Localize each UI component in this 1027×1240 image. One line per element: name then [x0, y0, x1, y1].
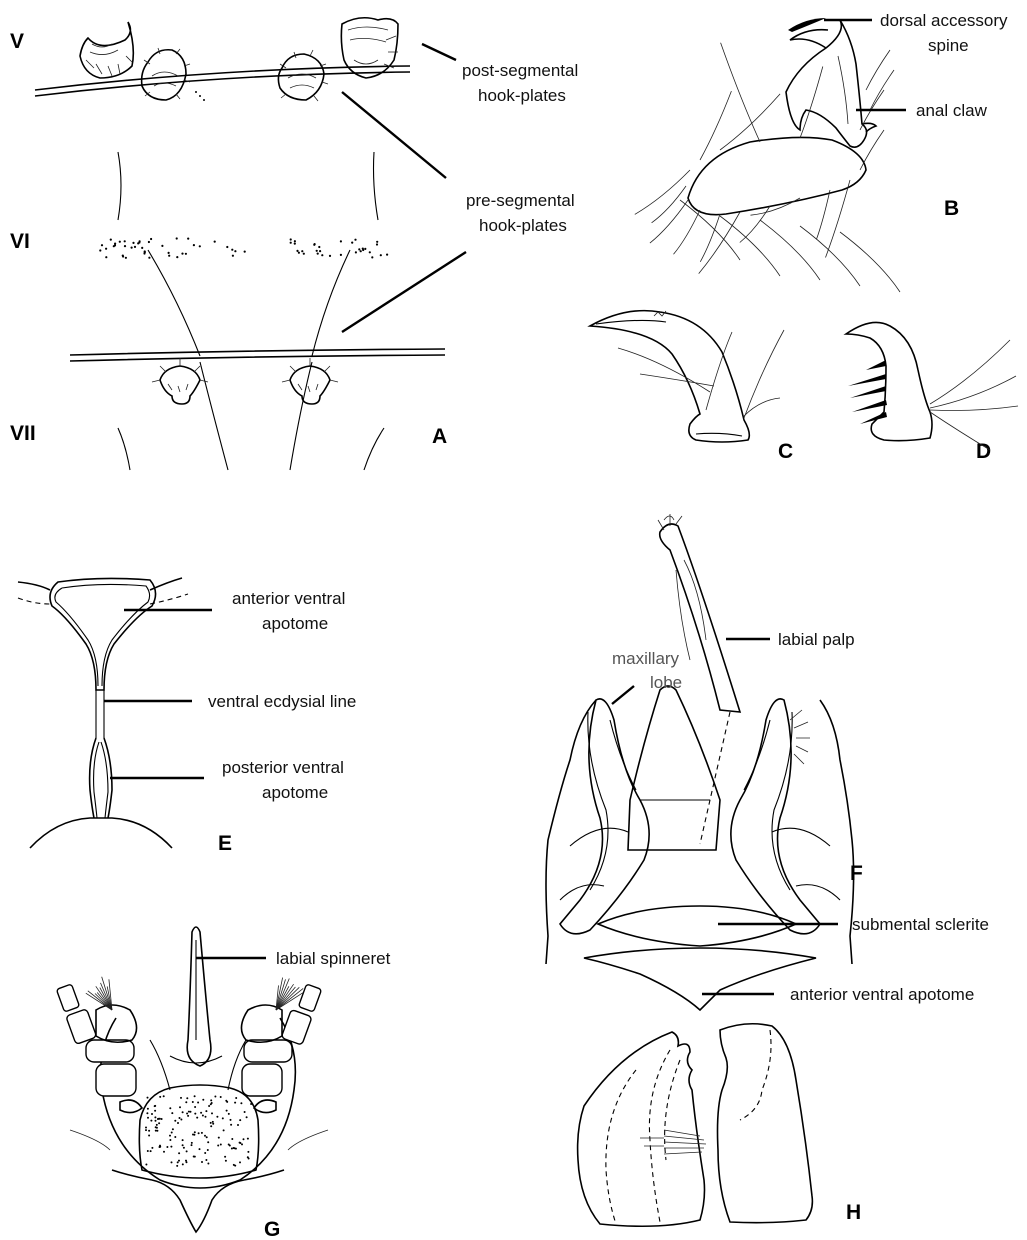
leader-maxillary-lobe [612, 686, 634, 704]
panel-letter-g: G [264, 1218, 280, 1240]
label-dorsal-accessory-2: spine [928, 36, 969, 55]
label-labial-spinneret: labial spinneret [276, 949, 391, 968]
anal-claw-c [590, 311, 749, 442]
segment-vii-setae [118, 428, 384, 470]
segment-vii-hook-plate-left [152, 358, 208, 404]
anal-proleg [688, 137, 866, 214]
label-dorsal-accessory-1: dorsal accessory [880, 11, 1008, 30]
mandible-right [718, 1024, 813, 1223]
leader-post-segmental [422, 44, 456, 60]
label-anal-claw: anal claw [916, 101, 988, 120]
proleg-setae [635, 43, 900, 292]
segment-label-vi: VI [10, 230, 30, 253]
segment-label-v: V [10, 30, 24, 53]
label-anterior-ventral-2: apotome [262, 614, 328, 633]
leader-pre-segmental-upper [342, 92, 446, 178]
maxillary-palp-left [56, 984, 136, 1096]
anal-claw-d [846, 322, 932, 440]
panel-letter-c: C [778, 440, 793, 463]
label-pre-segmental-1: pre-segmental [466, 191, 575, 210]
panel-letter-d: D [976, 440, 991, 463]
segment-vi-stipple [99, 237, 388, 259]
label-post-segmental-1: post-segmental [462, 61, 578, 80]
maxilla-left [560, 699, 649, 934]
label-pre-segmental-2: hook-plates [479, 216, 567, 235]
labial-spinneret [187, 927, 211, 1066]
panel-letter-a: A [432, 425, 447, 448]
label-labial-palp: labial palp [778, 630, 855, 649]
panel-letter-h: H [846, 1201, 861, 1224]
ventral-ecdysial-line [96, 690, 104, 738]
panel-e: E anterior ventral apotome ventral ecdys… [18, 578, 356, 855]
panel-letter-b: B [944, 197, 959, 220]
panel-letter-f: F [850, 862, 863, 885]
panel-letter-e: E [218, 832, 232, 855]
segment-vii-hook-plate-right [282, 358, 338, 404]
maxilla-right [731, 699, 820, 934]
panel-b: B dorsal accessory spine anal claw [635, 11, 1008, 292]
panel-g: G labi [56, 927, 390, 1240]
mandible-left [578, 1032, 705, 1226]
panel-c: C [590, 311, 793, 463]
label-posterior-ventral-2: apotome [262, 783, 328, 802]
label-post-segmental-2: hook-plates [478, 86, 566, 105]
panel-h: H [578, 1024, 862, 1227]
label-maxillary-lobe-1: maxillary [612, 649, 680, 668]
segment-boundary-vii [70, 349, 445, 361]
segment-vi-setae [118, 152, 378, 470]
post-segmental-hook-plate-left [80, 22, 133, 78]
maxillary-palp-right [241, 984, 321, 1096]
panel-d: D [846, 322, 1018, 463]
panel-a: V VI VII A [10, 18, 578, 470]
label-submental-sclerite: submental sclerite [852, 915, 989, 934]
post-segmental-hook-plate-right [341, 18, 398, 78]
label-anterior-ventral-apotome-f: anterior ventral apotome [790, 985, 974, 1004]
panel-f: F maxillary lobe [546, 514, 989, 1010]
label-ventral-ecdysial-line: ventral ecdysial line [208, 692, 356, 711]
segment-boundary-v [35, 66, 410, 96]
submental-sclerite [598, 906, 796, 946]
label-posterior-ventral-1: posterior ventral [222, 758, 344, 777]
label-anterior-ventral-1: anterior ventral [232, 589, 345, 608]
label-maxillary-lobe-2: lobe [650, 673, 682, 692]
anterior-ventral-apotome-f [584, 948, 816, 1010]
ventral-plate-stipple [145, 1095, 252, 1167]
leader-pre-segmental-lower [342, 252, 466, 332]
labium-mentum [628, 686, 720, 850]
posterior-ventral-apotome [90, 738, 112, 818]
segment-label-vii: VII [10, 422, 36, 445]
